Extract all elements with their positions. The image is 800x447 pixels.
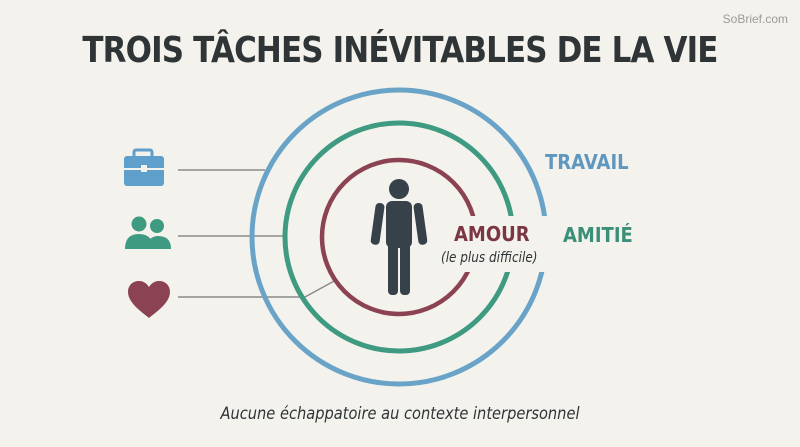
brand-watermark: SoBrief.com bbox=[722, 12, 788, 26]
amitie-label-backdrop bbox=[556, 218, 642, 252]
travail-label-backdrop bbox=[540, 145, 638, 179]
briefcase-icon bbox=[124, 148, 164, 186]
label-amitie: AMITIÉ bbox=[563, 223, 633, 247]
person-icon bbox=[370, 179, 428, 295]
heart-icon bbox=[128, 281, 170, 318]
people-icon bbox=[125, 216, 171, 249]
page-title: TROIS TÂCHES INÉVITABLES DE LA VIE bbox=[82, 30, 718, 71]
caption: Aucune échappatoire au contexte interper… bbox=[220, 404, 580, 424]
amour-label-backdrop bbox=[446, 216, 550, 272]
label-amour: AMOUR bbox=[454, 222, 530, 246]
label-travail: TRAVAIL bbox=[545, 150, 629, 174]
connector-line-amour-diagonal bbox=[304, 279, 337, 298]
label-amour-subtitle: (le plus difficile) bbox=[441, 250, 538, 266]
